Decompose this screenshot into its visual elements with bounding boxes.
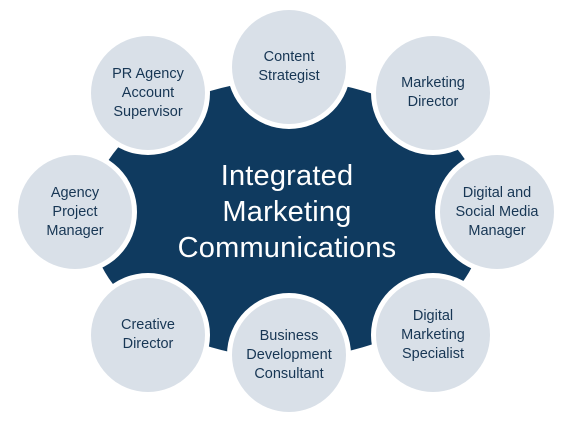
node-label-line: Digital and: [462, 184, 532, 201]
node-label-line: Consultant: [254, 365, 324, 382]
node-digital-marketing-specialist: Digital Marketing Specialist: [376, 278, 490, 392]
node-label-line: Specialist: [401, 345, 465, 362]
node-label-line: Agency: [50, 184, 100, 201]
node-content-strategist: Content Strategist: [232, 10, 346, 124]
node-label-line: Business: [259, 327, 319, 344]
node-label-line: PR Agency: [112, 65, 184, 82]
hub-title-line: Integrated: [220, 160, 354, 192]
node-creative-director: Creative Director: [91, 278, 205, 392]
node-label-line: Marketing: [401, 326, 465, 343]
hub-title: Integrated Marketing Communications: [120, 158, 454, 266]
node-label-line: Project: [52, 203, 98, 220]
node-label-line: Supervisor: [113, 103, 183, 120]
node-label-line: Director: [407, 94, 459, 110]
hub-title-line: Communications: [177, 232, 397, 264]
node-label-line: Director: [122, 336, 174, 352]
node-label-line: Social Media: [455, 203, 539, 220]
node-business-development-consultant: Business Development Consultant: [232, 298, 346, 412]
node-label-line: Digital: [412, 307, 454, 324]
node-label-line: Content: [263, 49, 315, 65]
node-label-line: Creative: [121, 317, 175, 333]
hub-title-line: Marketing: [222, 196, 352, 228]
node-label-line: Account: [121, 84, 175, 101]
node-label-line: Manager: [468, 222, 526, 239]
node-agency-project-manager: Agency Project Manager: [18, 155, 132, 269]
node-digital-social-media-manager: Digital and Social Media Manager: [440, 155, 554, 269]
node-label-line: Strategist: [258, 68, 320, 84]
node-pr-agency-account-supervisor: PR Agency Account Supervisor: [91, 36, 205, 150]
node-marketing-director: Marketing Director: [376, 36, 490, 150]
node-label-line: Manager: [46, 222, 104, 239]
node-label-line: Marketing: [401, 75, 465, 91]
node-label-line: Development: [246, 346, 332, 363]
